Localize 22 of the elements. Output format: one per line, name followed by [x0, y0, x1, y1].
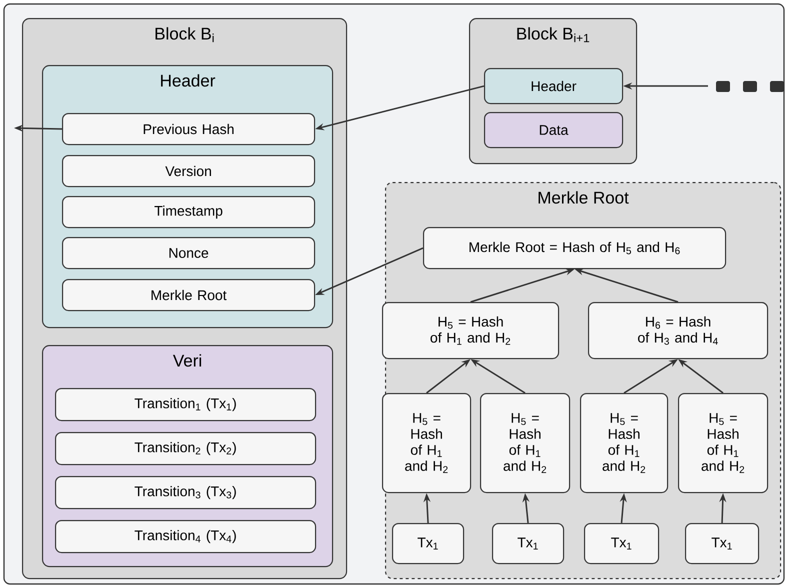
data-box: Data — [484, 112, 624, 148]
transaction-box: Tx$_{1}$ — [492, 523, 564, 564]
hash-box: H$_{5}$ = Hash of H$_{1}$ and H$_{2}$ — [382, 393, 472, 494]
field-box: Previous Hash — [62, 113, 316, 146]
hash-box: H$_{5}$ = Hash of H$_{1}$ and H$_{2}$ — [480, 393, 570, 494]
transaction-box: Transition$_{3}$ (Tx$_{3}$) — [55, 476, 316, 510]
transaction-box: Transition$_{4}$ (Tx$_{4}$) — [55, 520, 316, 554]
hash-box: H$_{5}$ = Hash of H$_{1}$ and H$_{2}$ — [678, 393, 768, 494]
hash-box: H$_{5}$ = Hash of H$_{1}$ and H$_{2}$ — [382, 302, 560, 360]
hash-box: H$_{5}$ = Hash of H$_{1}$ and H$_{2}$ — [580, 393, 668, 494]
field-box: Merkle Root — [62, 279, 316, 312]
transaction-box: Transition$_{2}$ (Tx$_{2}$) — [55, 432, 316, 466]
transaction-box: Tx$_{1}$ — [392, 523, 464, 564]
field-box: Version — [62, 155, 316, 188]
transaction-box: Transition$_{1}$ (Tx$_{1}$) — [55, 388, 316, 422]
transaction-box: Tx$_{1}$ — [584, 523, 660, 564]
transaction-box: Tx$_{1}$ — [685, 523, 760, 564]
hash-box: Merkle Root = Hash of H$_{5}$ and H$_{6}$ — [423, 227, 726, 270]
field-box: Timestamp — [62, 196, 316, 228]
header-box: Header — [484, 68, 624, 104]
hash-box: H$_{6}$ = Hash of H$_{3}$ and H$_{4}$ — [588, 302, 768, 360]
field-box: Nonce — [62, 237, 316, 270]
